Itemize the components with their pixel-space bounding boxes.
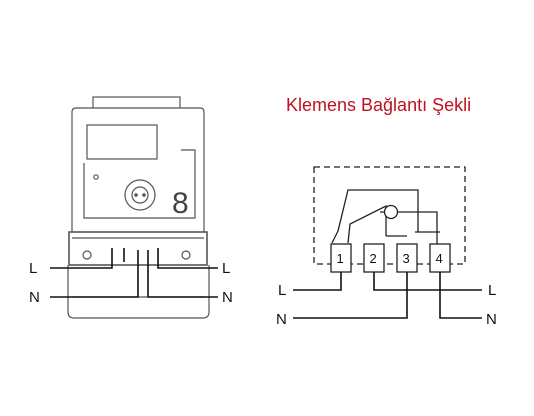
meter-drawing [67, 96, 210, 319]
led-indicator [93, 174, 99, 180]
meter-label-l-left: L [29, 260, 37, 277]
meter-housing-dashed [313, 166, 466, 265]
meter-label-l-right: L [222, 260, 230, 277]
meter-wire-n-out [147, 250, 218, 298]
wire-n-in [293, 272, 408, 319]
meter-display [86, 124, 158, 160]
terminal-1-label: 1 [337, 251, 344, 266]
rotary-dial [124, 179, 156, 211]
diagram-label-n-left: N [276, 311, 287, 328]
terminal-screw-left [82, 250, 92, 260]
external-wiring [293, 272, 482, 319]
meter-wires [50, 248, 218, 298]
meter-body [71, 107, 205, 239]
diagram-label-l-right: L [488, 282, 496, 299]
meter-label-n-right: N [222, 289, 233, 306]
meter-digit: 8 [172, 187, 189, 220]
meter-wire-l-out [157, 248, 218, 269]
meter-wire-n-in [50, 250, 139, 298]
wire-n-out [439, 272, 482, 319]
terminal-cover [67, 265, 210, 319]
wire-l-in [293, 272, 342, 291]
terminal-strip [330, 243, 451, 273]
terminal-4-label: 4 [436, 251, 443, 266]
current-coil-symbol [383, 204, 399, 220]
terminal-2-label: 2 [370, 251, 377, 266]
meter-front-panel [83, 149, 196, 219]
terminal-screw-right [181, 250, 191, 260]
diagram-label-n-right: N [486, 311, 497, 328]
diagram-title: Klemens Bağlantı Şekli [286, 95, 472, 115]
rotary-dial-inner [131, 186, 149, 204]
terminal-3-label: 3 [403, 251, 410, 266]
diagram-label-l-left: L [278, 282, 286, 299]
internal-wiring [331, 189, 440, 244]
meter-label-n-left: N [29, 289, 40, 306]
wire-l-out [373, 272, 482, 291]
meter-wire-l-in [50, 248, 113, 269]
